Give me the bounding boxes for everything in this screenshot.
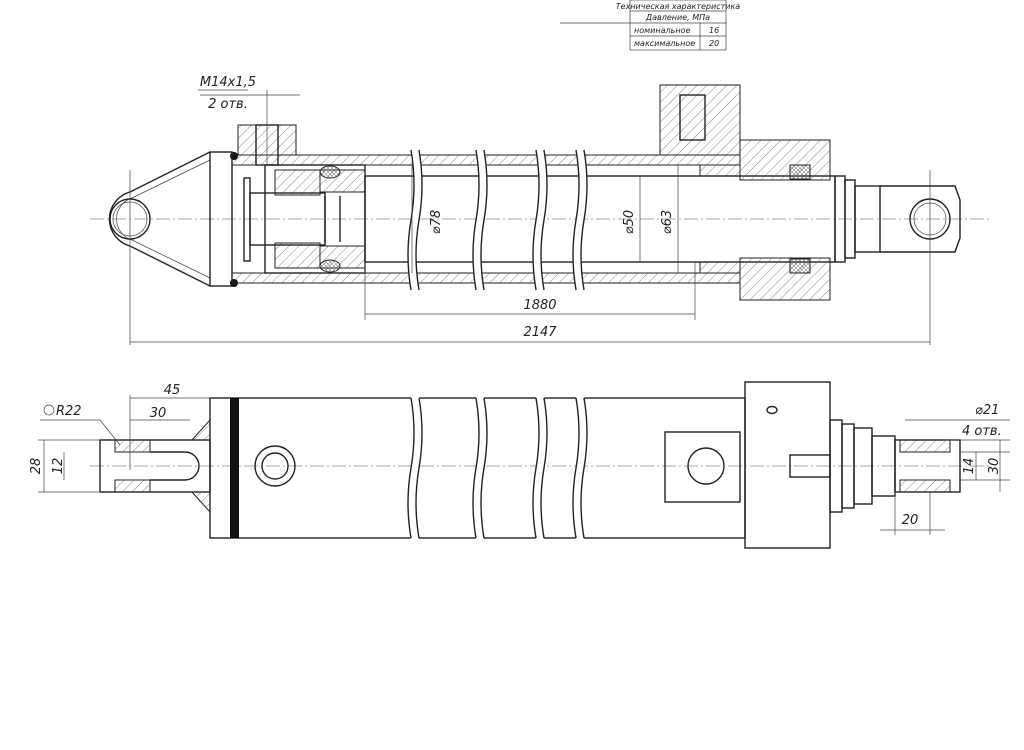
spec-table: Техническая характеристика Давление, МПа… [560, 0, 741, 51]
bore-dia-label: ⌀63 [660, 210, 675, 234]
rod-dia-label: ⌀50 [622, 210, 637, 234]
port-fitting [254, 445, 296, 487]
nominal-value: 16 [709, 26, 719, 35]
port-boss [664, 431, 741, 503]
dim-20-label: 20 [902, 513, 919, 528]
barrel-dia-label: ⌀78 [429, 210, 444, 234]
dim-12-label: 12 [51, 458, 66, 475]
dim-14-label: 14 [962, 458, 977, 475]
overall-length-label: 2147 [523, 325, 557, 340]
gland-bottom [739, 257, 831, 301]
maximum-value: 20 [709, 39, 719, 48]
port-count-label: 2 отв. [208, 97, 248, 112]
gland-top [739, 139, 831, 181]
port-thread-label: M14x1,5 [200, 75, 256, 90]
dim-45-label: 45 [164, 383, 181, 398]
hole-dia-label: ⌀21 [975, 403, 999, 418]
bottom-outer-view: 45 30 R22 28 12 ⌀21 4 отв. 14 30 20 [29, 381, 1010, 549]
nominal-label: номинальное [634, 26, 690, 35]
right-port-block [659, 84, 741, 156]
barrel-wall-bottom [231, 272, 741, 284]
radius-label: R22 [56, 404, 82, 419]
dim-28-label: 28 [29, 458, 44, 475]
spec-table-title: Техническая характеристика [616, 2, 741, 11]
maximum-label: максимальное [634, 39, 695, 48]
dim-30-left-label: 30 [150, 406, 167, 421]
dim-30-right-label: 30 [987, 458, 1002, 475]
gland-housing [744, 381, 831, 549]
hole-count-label: 4 отв. [962, 424, 1002, 439]
stroke-dim-label: 1880 [523, 298, 556, 313]
top-section-view: M14x1,5 2 отв. ⌀78 ⌀50 ⌀63 1880 2147 [90, 75, 990, 345]
pressure-label: Давление, МПа [645, 13, 710, 22]
